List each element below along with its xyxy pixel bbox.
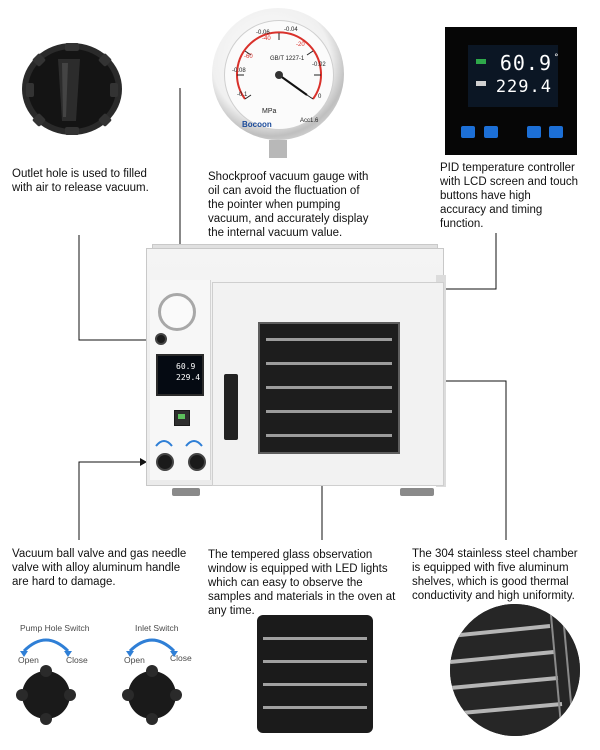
- caption-line: shelves, which is good thermal: [412, 576, 569, 588]
- caption-line: samples and materials in the oven at: [208, 591, 396, 603]
- gauge-tick: 0: [318, 94, 322, 100]
- controller-down-button[interactable]: [527, 126, 541, 138]
- pv-tag: [476, 59, 486, 64]
- gauge-inner-tick: -60: [244, 54, 253, 60]
- caption-line: window is equipped with LED lights: [208, 563, 388, 575]
- controller-screen: 60.9 ° 229.4: [468, 45, 560, 107]
- pv-readout: 60.9: [499, 51, 552, 75]
- caption-line: the pointer when pumping: [208, 199, 341, 211]
- caption-line: The tempered glass observation: [208, 549, 373, 561]
- controller-shift-button[interactable]: [484, 126, 498, 138]
- valve-caption: Vacuum ball valve and gas needle valve w…: [12, 547, 186, 589]
- gauge-tick: -0.08: [232, 68, 246, 74]
- caption-line: conductivity and high uniformity.: [412, 590, 575, 602]
- inlet-valve-knob[interactable]: [188, 453, 206, 471]
- shelf: [266, 434, 392, 437]
- caption-line: is equipped with five aluminum: [412, 562, 569, 574]
- caption-line: with LCD screen and touch: [440, 176, 579, 188]
- gauge-face: [224, 20, 334, 130]
- panel-sv-readout: 229.4: [176, 373, 201, 382]
- caption-line: Shockproof vacuum gauge with: [208, 171, 369, 183]
- gauge-tick: -0.1: [237, 92, 248, 98]
- valve-switches-photo: Pump Hole Switch Inlet Switch Open Close…: [10, 615, 200, 733]
- gauge-tick: -0.02: [312, 62, 326, 68]
- sv-tag: [476, 81, 486, 86]
- caption-line: PID temperature controller: [440, 162, 575, 174]
- caption-line: The 304 stainless steel chamber: [412, 548, 578, 560]
- gauge-model: GB/T 1227-1: [270, 56, 305, 62]
- gauge-unit: MPa: [262, 108, 277, 115]
- observation-window: [258, 322, 400, 454]
- oven-foot: [400, 488, 434, 496]
- gauge-inner-tick: -20: [296, 42, 305, 48]
- inlet-switch-label: Inlet Switch: [135, 623, 179, 633]
- valve-direction-arrows: [155, 440, 203, 447]
- shelf: [266, 386, 392, 389]
- caption-line: Vacuum ball valve and gas needle: [12, 548, 187, 560]
- gauge-inner-tick: -40: [262, 36, 271, 42]
- gauge-accuracy: Acc1.6: [300, 118, 319, 124]
- outlet-knob[interactable]: [155, 333, 167, 345]
- caption-line: valve with alloy aluminum handle: [12, 562, 181, 574]
- caption-line: Outlet hole is used to filled: [12, 168, 147, 180]
- controller-up-button[interactable]: [549, 126, 563, 138]
- gauge-tick: -0.04: [284, 27, 298, 33]
- chamber-closeup-photo: [450, 604, 580, 736]
- inlet-open-label: Open: [124, 655, 145, 665]
- caption-line: buttons have high: [440, 190, 531, 202]
- gauge-caption: Shockproof vacuum gauge with oil can avo…: [208, 170, 368, 240]
- shelf: [263, 706, 367, 709]
- caption-line: are hard to damage.: [12, 576, 116, 588]
- shelf: [266, 410, 392, 413]
- shelf: [266, 338, 392, 341]
- caption-line: function.: [440, 218, 484, 230]
- controller-caption: PID temperature controller with LCD scre…: [440, 161, 578, 231]
- shelf: [263, 660, 367, 663]
- gauge-stem: [269, 140, 287, 158]
- caption-line: with air to release vacuum.: [12, 182, 149, 194]
- outlet-knob-photo: [10, 33, 128, 141]
- inlet-close-label: Close: [170, 653, 192, 663]
- window-closeup-photo: [257, 615, 373, 733]
- sv-readout: 229.4: [495, 77, 552, 97]
- gauge-brand-logo: Bocoon: [242, 120, 272, 129]
- controller-set-button[interactable]: [461, 126, 475, 138]
- gauge-tick: -0.06: [256, 30, 270, 36]
- door-handle[interactable]: [224, 374, 238, 440]
- panel-pv-readout: 60.9: [176, 362, 196, 371]
- pump-open-label: Open: [18, 655, 39, 665]
- pump-switch-label: Pump Hole Switch: [20, 623, 90, 633]
- pv-unit: °: [553, 53, 560, 63]
- caption-line: the internal vacuum value.: [208, 227, 343, 239]
- caption-line: vacuum, and accurately display: [208, 213, 369, 225]
- outlet-caption: Outlet hole is used to filled with air t…: [12, 167, 149, 195]
- window-caption: The tempered glass observation window is…: [208, 548, 395, 618]
- caption-line: which can easy to observe the: [208, 577, 363, 589]
- panel-pid-controller: 60.9 229.4: [156, 354, 204, 396]
- shelf: [263, 683, 367, 686]
- panel-vacuum-gauge: [158, 293, 196, 331]
- caption-line: oil can avoid the fluctuation of: [208, 185, 360, 197]
- pump-close-label: Close: [66, 655, 88, 665]
- power-switch[interactable]: [174, 410, 190, 426]
- caption-line: accuracy and timing: [440, 204, 543, 216]
- shelf: [263, 637, 367, 640]
- caption-line: any time.: [208, 605, 255, 617]
- pump-valve-knob[interactable]: [156, 453, 174, 471]
- shelf: [266, 362, 392, 365]
- oven-foot: [172, 488, 200, 496]
- chamber-caption: The 304 stainless steel chamber is equip…: [412, 547, 578, 603]
